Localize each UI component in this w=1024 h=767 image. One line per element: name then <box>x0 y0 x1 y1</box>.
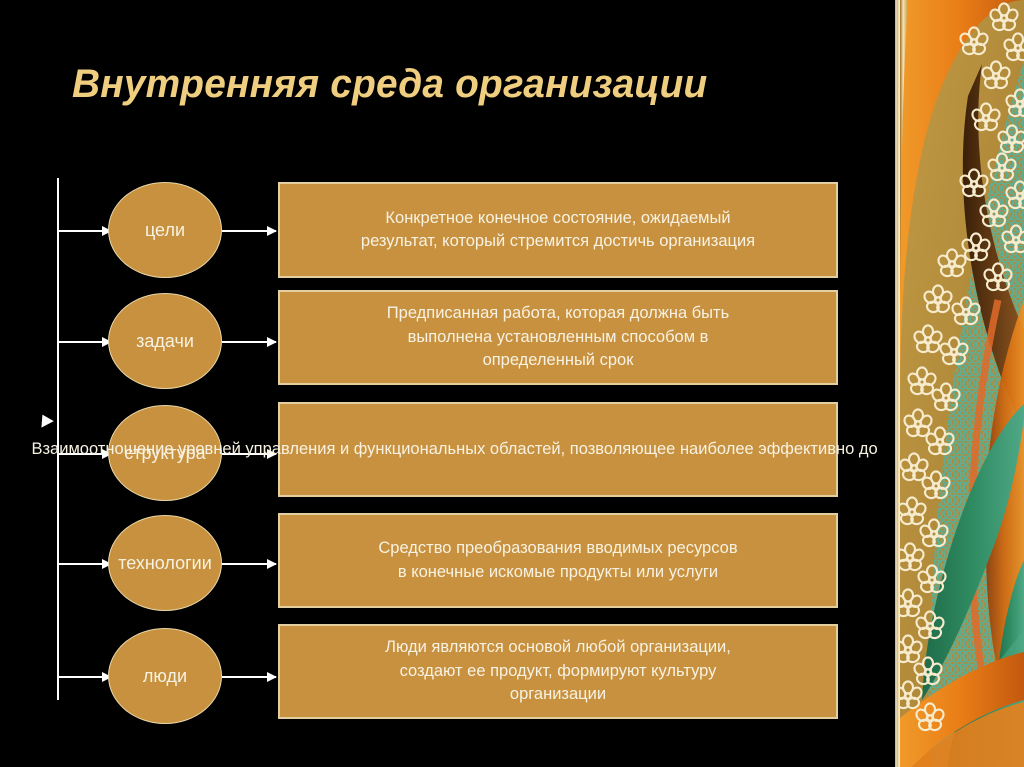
page-title: Внутренняя среда организации <box>72 62 708 106</box>
node-ellipse-structure[interactable]: структура <box>108 405 222 501</box>
node-ellipse-people[interactable]: люди <box>108 628 222 724</box>
description-box-people: Люди являются основой любой организации,… <box>278 624 838 719</box>
node-to-box-connector <box>222 337 277 347</box>
spine-arrow-icon <box>36 411 54 428</box>
branch-connector <box>59 449 112 459</box>
node-to-box-connector <box>222 559 277 569</box>
node-ellipse-tasks[interactable]: задачи <box>108 293 222 389</box>
node-label: задачи <box>136 331 194 351</box>
arrow-head-icon <box>267 337 277 347</box>
description-text: Конкретное конечное состояние, ожидаемый… <box>360 208 756 250</box>
node-label: структура <box>124 443 206 463</box>
decoration-artwork <box>878 0 1024 767</box>
description-box-goals: Конкретное конечное состояние, ожидаемый… <box>278 182 838 278</box>
arrow-head-icon <box>267 226 277 236</box>
arrow-head-icon <box>102 226 112 236</box>
branch-connector <box>59 672 112 682</box>
arrow-head-icon <box>267 559 277 569</box>
description-box-technology: Средство преобразования вводимых ресурсо… <box>278 513 838 608</box>
node-to-box-connector <box>222 672 277 682</box>
branch-connector <box>59 559 112 569</box>
node-label: технологии <box>118 553 212 573</box>
floral-ribbon-border-decoration <box>878 0 1024 767</box>
description-text: Взаимоотношение уровней управления и фун… <box>31 439 1024 458</box>
description-text: Средство преобразования вводимых ресурсо… <box>378 539 738 581</box>
description-text: Люди являются основой любой организации,… <box>385 638 731 704</box>
node-label: люди <box>142 666 188 686</box>
node-ellipse-technology[interactable]: технологии <box>108 515 222 611</box>
arrow-head-icon <box>102 449 112 459</box>
branch-connector <box>59 226 112 236</box>
internal-environment-diagram: цели Конкретное конечное состояние, ожид… <box>31 178 1024 724</box>
arrow-head-icon <box>102 672 112 682</box>
node-ellipse-goals[interactable]: цели <box>108 182 222 278</box>
arrow-head-icon <box>267 672 277 682</box>
node-to-box-connector <box>222 449 277 459</box>
diagram-spine <box>57 178 59 700</box>
arrow-head-icon <box>267 449 277 459</box>
description-box-tasks: Предписанная работа, которая должна быть… <box>278 290 838 385</box>
arrow-head-icon <box>102 337 112 347</box>
node-to-box-connector <box>222 226 277 236</box>
arrow-head-icon <box>102 559 112 569</box>
branch-connector <box>59 337 112 347</box>
description-text: Предписанная работа, которая должна быть… <box>386 304 730 370</box>
node-label: цели <box>144 220 186 240</box>
description-box-structure: Взаимоотношение уровней управления и фун… <box>31 402 1024 497</box>
